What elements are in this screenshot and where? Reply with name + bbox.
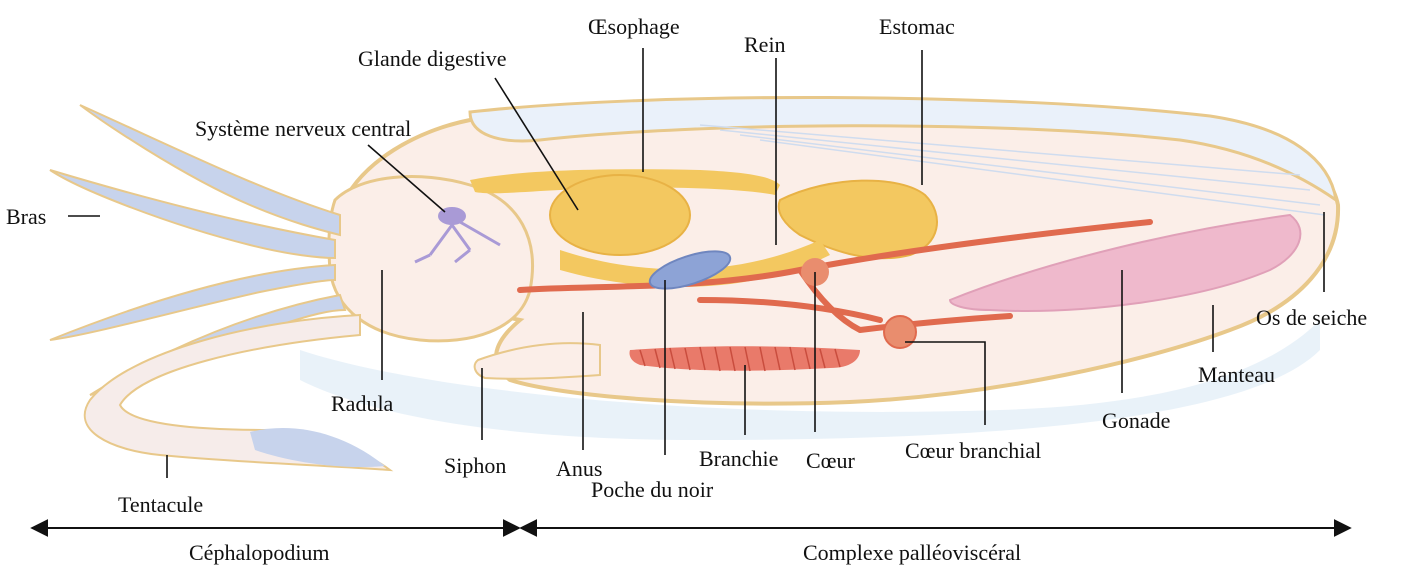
label-rein: Rein xyxy=(744,32,786,57)
label-poche-du-noir: Poche du noir xyxy=(591,477,714,502)
label-branchie: Branchie xyxy=(699,446,778,471)
label-radula: Radula xyxy=(331,391,394,416)
label-complexe-palleovisceral: Complexe palléoviscéral xyxy=(803,540,1021,565)
label-estomac: Estomac xyxy=(879,14,955,39)
label-oesophage: Œsophage xyxy=(588,14,680,39)
label-tentacule: Tentacule xyxy=(118,492,203,517)
label-coeur-branchial: Cœur branchial xyxy=(905,438,1041,463)
label-glande-digestive: Glande digestive xyxy=(358,46,506,71)
digestive-gland-shape xyxy=(550,175,690,255)
siphon-shape xyxy=(475,343,600,379)
label-manteau: Manteau xyxy=(1198,362,1275,387)
region-arrows: Céphalopodium Complexe palléoviscéral xyxy=(32,528,1350,565)
label-siphon: Siphon xyxy=(444,453,506,478)
label-anus: Anus xyxy=(556,456,602,481)
label-os-de-seiche: Os de seiche xyxy=(1256,305,1367,330)
label-cephalopodium: Céphalopodium xyxy=(189,540,330,565)
label-coeur: Cœur xyxy=(806,448,856,473)
label-gonade: Gonade xyxy=(1102,408,1170,433)
label-bras: Bras xyxy=(6,204,46,229)
label-systeme-nerveux: Système nerveux central xyxy=(195,116,411,141)
branchial-heart-shape xyxy=(884,316,916,348)
